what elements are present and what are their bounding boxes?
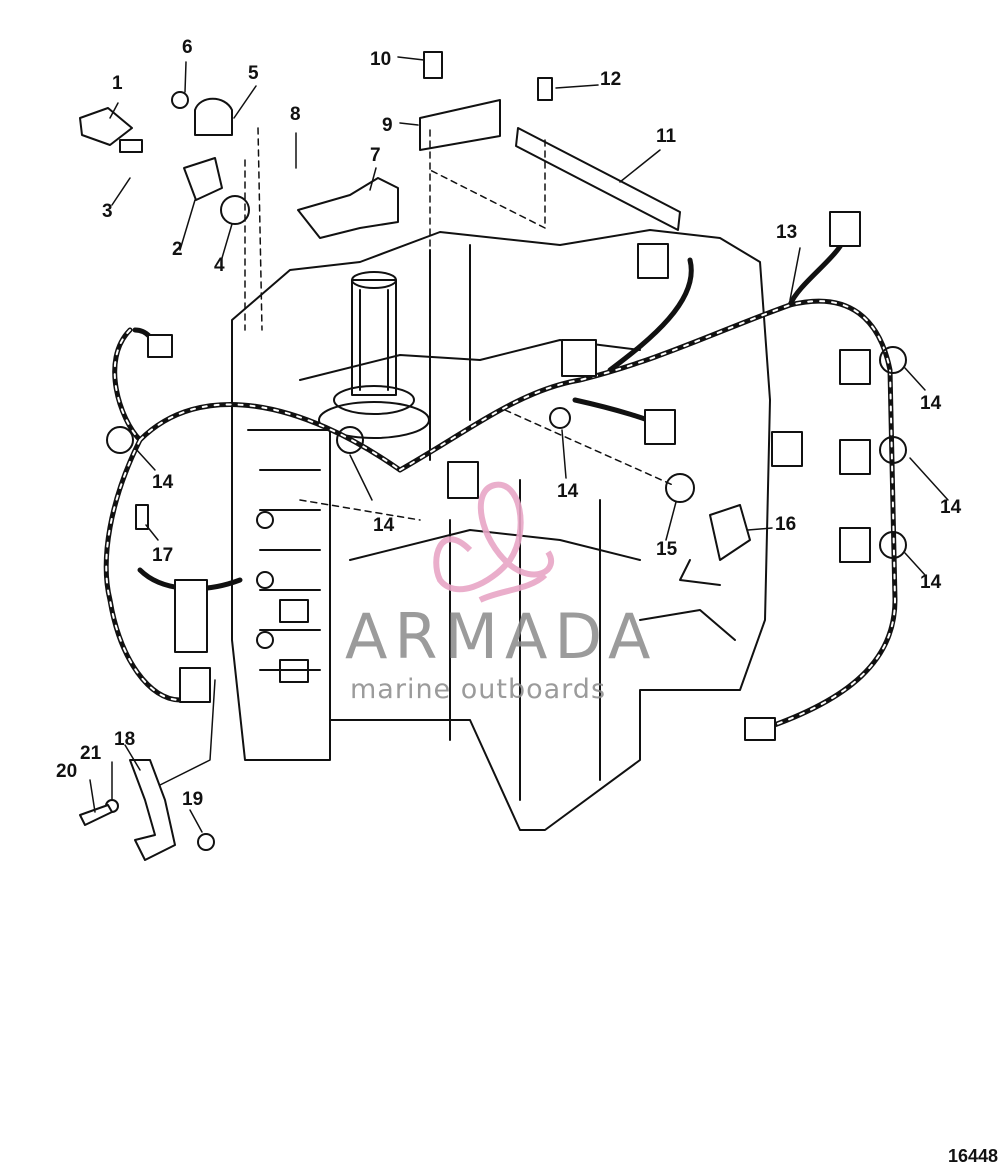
callout-1: 1 [112, 73, 123, 94]
connector [447, 461, 479, 499]
callout-11: 11 [656, 126, 677, 147]
callout-17: 17 [152, 545, 174, 566]
callout-20: 20 [56, 761, 78, 782]
callout-19: 19 [182, 789, 204, 810]
callout-14-d: 14 [152, 472, 174, 493]
callout-4: 4 [214, 255, 225, 276]
connector [829, 211, 861, 247]
callout-12: 12 [600, 69, 622, 90]
callout-7: 7 [370, 145, 381, 166]
harness-connectors [147, 211, 871, 741]
connector [174, 579, 208, 653]
callout-21: 21 [80, 743, 102, 764]
callout-14-e: 14 [373, 515, 395, 536]
dashed-guides [244, 127, 676, 521]
callout-5: 5 [248, 63, 259, 84]
connector [179, 667, 211, 703]
callout-14-b: 14 [940, 497, 962, 518]
connector [839, 527, 871, 563]
callout-9: 9 [382, 115, 393, 136]
callout-13: 13 [776, 222, 798, 243]
callout-3: 3 [102, 201, 113, 222]
callout-2: 2 [172, 239, 183, 260]
connector [147, 334, 173, 358]
leader-lines [89, 56, 949, 833]
crankshaft-spline [318, 271, 430, 439]
callout-14-f: 14 [557, 481, 579, 502]
connector [771, 431, 803, 467]
callout-10: 10 [370, 49, 392, 70]
small-parts [79, 51, 751, 861]
connector [744, 717, 776, 741]
connector [839, 349, 871, 385]
connector [839, 439, 871, 475]
callout-16: 16 [775, 514, 797, 535]
figure-number: 16448 [947, 1146, 998, 1166]
callout-14-c: 14 [920, 572, 942, 593]
callout-15: 15 [656, 539, 678, 560]
callout-8: 8 [290, 104, 301, 125]
connector [644, 409, 676, 445]
engine-block [231, 229, 771, 831]
connector [561, 339, 597, 377]
watermark-brand: ARMADA [345, 600, 658, 673]
connector [637, 243, 669, 279]
watermark-tagline: marine outboards [350, 674, 607, 705]
harness-clips [106, 346, 907, 559]
callout-18: 18 [114, 729, 136, 750]
armada-logo-icon [433, 481, 555, 603]
callout-14-a: 14 [920, 393, 942, 414]
callout-6: 6 [182, 37, 193, 58]
